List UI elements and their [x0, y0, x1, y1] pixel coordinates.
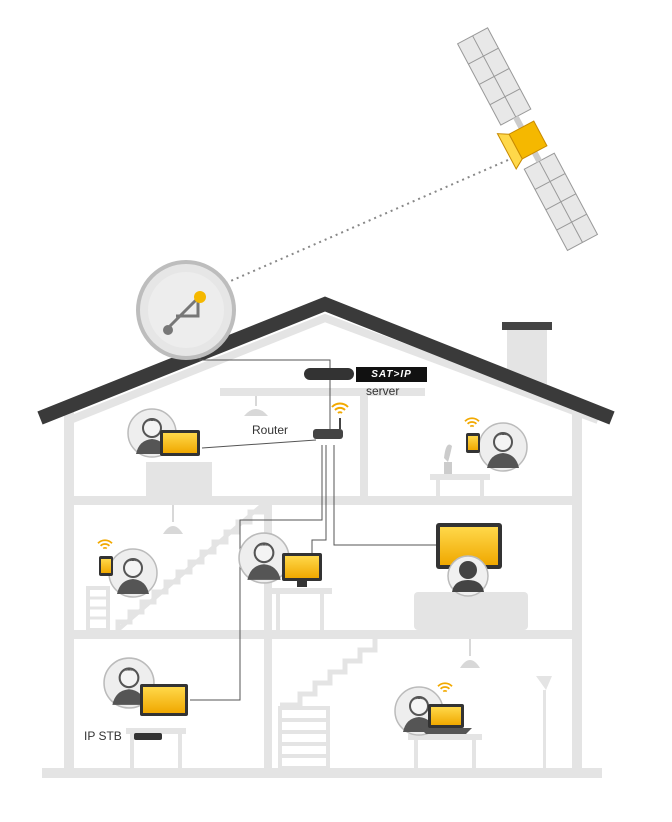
outer-wall-right: [572, 412, 582, 768]
person-icon: [238, 532, 290, 584]
inner-wall-top: [360, 388, 368, 496]
wifi-icon: [464, 417, 480, 428]
house: [42, 313, 602, 778]
server-label: server: [366, 384, 400, 398]
router-icon: [313, 402, 349, 439]
inner-wall-bottom: [264, 639, 272, 768]
ground-floor: [42, 768, 602, 778]
tablet-icon: [99, 556, 113, 576]
wifi-icon: [97, 539, 113, 550]
roof: [37, 296, 615, 425]
satellite-dish-icon: [136, 260, 236, 360]
wifi-icon: [437, 682, 453, 693]
tv-icon: [140, 684, 188, 716]
person-icon: [447, 555, 489, 597]
floor-1: [74, 630, 574, 639]
monitor-icon: [282, 553, 322, 587]
sofa: [414, 592, 528, 630]
satip-server-device: [304, 368, 354, 380]
tablet-icon: [466, 433, 480, 453]
floor-2: [74, 496, 574, 505]
outer-wall-left: [64, 412, 74, 768]
satellite-icon: [456, 27, 599, 252]
signal-line: [209, 159, 509, 291]
ip-stb-label: IP STB: [84, 729, 122, 743]
router-label: Router: [252, 423, 289, 437]
tv-icon: [160, 430, 200, 456]
ip-stb-device: [134, 733, 162, 740]
person-icon: [478, 422, 528, 472]
laptop-icon: [420, 704, 472, 734]
person-icon: [108, 548, 158, 598]
satip-logo: SAT>IP: [356, 367, 427, 382]
